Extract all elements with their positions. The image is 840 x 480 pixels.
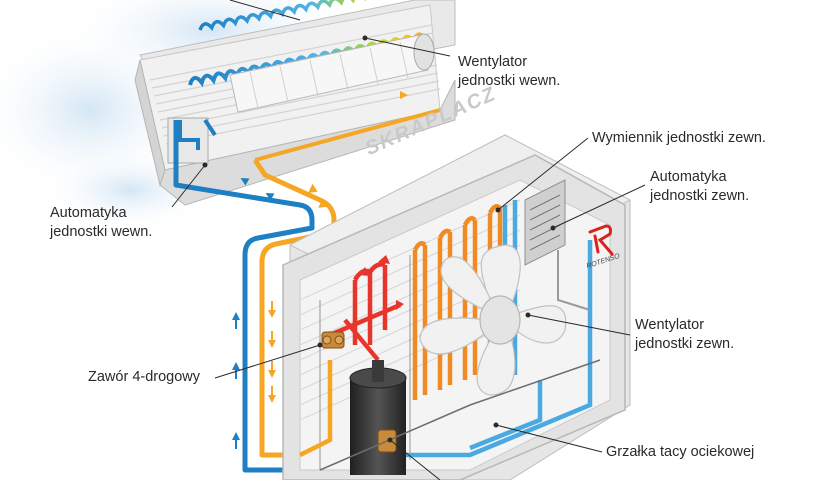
label-line: Automatyka bbox=[50, 205, 127, 221]
label-line: jednostki wewn. bbox=[50, 224, 153, 240]
label-fan-outdoor: Wentylator jednostki zewn. bbox=[635, 316, 734, 354]
leader-lines bbox=[171, 0, 646, 480]
outdoor-fan bbox=[419, 244, 567, 396]
label-line: Zawór 4-drogowy bbox=[88, 369, 201, 385]
flow-arrows bbox=[232, 91, 408, 449]
four-way-valve bbox=[321, 331, 345, 349]
label-line: jednostki zewn. bbox=[635, 336, 735, 352]
label-control-outdoor: Automatyka jednostki zewn. bbox=[650, 168, 749, 206]
label-line: Grzałka tacy ociekowej bbox=[606, 444, 755, 460]
label-control-indoor: Automatyka jednostki wewn. bbox=[50, 204, 152, 242]
brand-logo-icon bbox=[588, 224, 614, 256]
outdoor-control-box bbox=[524, 179, 591, 311]
hot-pipes bbox=[329, 262, 401, 362]
label-line: jednostki zewn. bbox=[650, 188, 750, 204]
tray-heater bbox=[319, 359, 601, 471]
label-line: Wentylator bbox=[458, 54, 528, 70]
label-line: Automatyka bbox=[650, 169, 727, 185]
compressor bbox=[349, 360, 407, 475]
label-line: Wymiennik jednostki zewn. bbox=[592, 130, 766, 146]
outdoor-unit bbox=[282, 134, 632, 480]
indoor-fan bbox=[229, 33, 435, 113]
label-tray-heater: Grzałka tacy ociekowej bbox=[606, 443, 754, 462]
label-valve-4way: Zawór 4-drogowy bbox=[88, 368, 200, 387]
label-fan-indoor: Wentylator jednostki wewn. bbox=[458, 53, 560, 91]
label-line: jednostki wewn. bbox=[458, 73, 561, 89]
label-exchanger-outdoor: Wymiennik jednostki zewn. bbox=[592, 129, 766, 148]
label-line: Wentylator bbox=[635, 317, 705, 333]
